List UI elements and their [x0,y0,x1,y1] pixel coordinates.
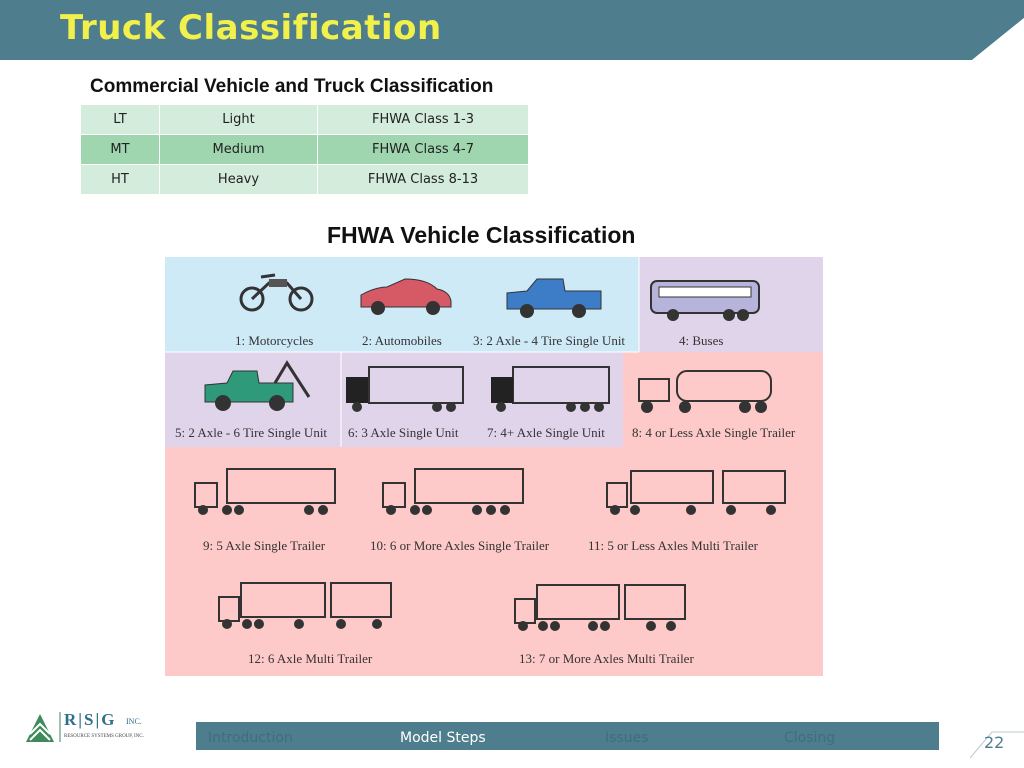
table-row: LT Light FHWA Class 1-3 [80,104,529,135]
logo-suffix: INC. [126,717,142,726]
class-label: 4: Buses [679,333,724,348]
class-label: 12: 6 Axle Multi Trailer [248,651,373,666]
motorcycle-icon [239,273,314,312]
class-label: 1: Motorcycles [235,333,314,348]
table-cell: FHWA Class 4-7 [317,134,529,165]
table-cell: Heavy [159,164,318,195]
slide-title: Truck Classification [60,8,442,48]
class-label: 13: 7 or More Axles Multi Trailer [519,651,694,666]
table-row: MT Medium FHWA Class 4-7 [80,134,529,165]
pickup-truck-icon [506,278,602,318]
double-trailer-truck-icon [514,584,686,631]
box-truck-icon [346,366,464,412]
rsg-mountain-icon [26,712,61,742]
class-label: 7: 4+ Axle Single Unit [487,425,605,440]
section-nav-bar: Introduction Model Steps Issues Closing [196,722,939,750]
double-trailer-truck-icon [606,470,786,515]
class-label: 3: 2 Axle - 4 Tire Single Unit [473,333,626,348]
table-title: Commercial Vehicle and Truck Classificat… [90,76,494,97]
class-label: 11: 5 or Less Axles Multi Trailer [588,538,758,553]
tow-truck-icon [204,360,311,411]
nav-item-closing[interactable]: Closing [784,730,836,746]
table-row: HT Heavy FHWA Class 8-13 [80,164,529,195]
class-label: 2: Automobiles [362,333,442,348]
car-icon [360,278,452,315]
company-logo: R|S|G INC. RESOURCE SYSTEMS GROUP, INC. [24,708,164,748]
page-corner-decoration [970,731,1024,759]
nav-item-model-steps[interactable]: Model Steps [400,730,486,746]
class-label: 10: 6 or More Axles Single Trailer [370,538,550,553]
double-trailer-truck-icon [218,582,392,629]
classification-table: LT Light FHWA Class 1-3 MT Medium FHWA C… [80,104,529,195]
box-truck-icon [491,366,610,412]
nav-item-issues[interactable]: Issues [605,730,649,746]
fhwa-figure-art [165,257,823,676]
table-cell: HT [80,164,160,195]
figure-title: FHWA Vehicle Classification [327,222,636,248]
table-cell: Medium [159,134,318,165]
semi-truck-icon [382,468,524,515]
bus-icon [650,280,760,321]
tanker-truck-icon [638,370,772,413]
table-cell: LT [80,104,160,135]
fhwa-figure: 1: Motorcycles 2: Automobiles 3: 2 Axle … [165,257,823,676]
logo-tagline: RESOURCE SYSTEMS GROUP, INC. [64,734,144,739]
class-label: 8: 4 or Less Axle Single Trailer [632,425,796,440]
class-label: 6: 3 Axle Single Unit [348,425,459,440]
semi-truck-icon [194,468,336,515]
logo-letters: R|S|G [64,710,117,729]
table-cell: Light [159,104,318,135]
page-number: 22 [984,733,1005,752]
table-cell: FHWA Class 1-3 [317,104,529,135]
table-cell: MT [80,134,160,165]
class-label: 9: 5 Axle Single Trailer [203,538,326,553]
class-label: 5: 2 Axle - 6 Tire Single Unit [175,425,328,440]
title-banner [0,0,1024,60]
nav-item-introduction[interactable]: Introduction [208,730,293,746]
table-cell: FHWA Class 8-13 [317,164,529,195]
